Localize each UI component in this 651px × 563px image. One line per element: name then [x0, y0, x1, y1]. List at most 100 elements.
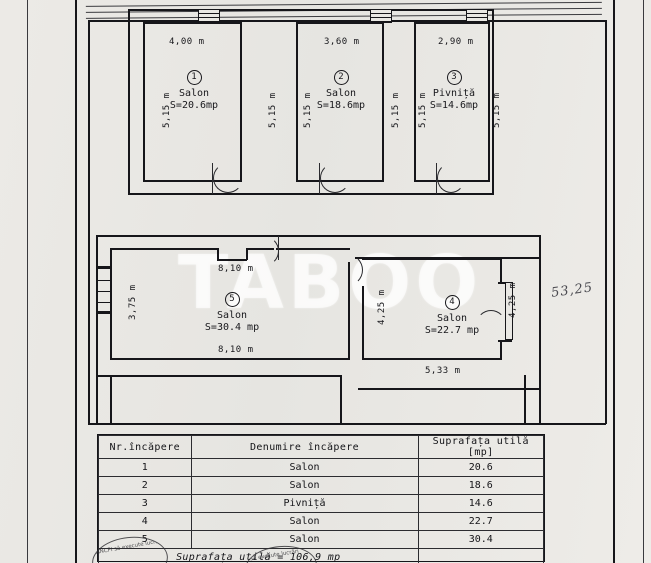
room-4-left-dim: 4,25 m — [377, 289, 387, 325]
corridor-wall-upper-3 — [345, 193, 437, 195]
room-2-label: 2 Salon S=18.6mp — [305, 70, 377, 112]
cell-name: Salon — [190, 476, 419, 495]
room-2-width-dim: 3,60 m — [324, 37, 360, 47]
room-4-right-dim: 4,25 m — [508, 282, 518, 318]
table-row: 4 Salon 22.7 — [98, 512, 545, 531]
room-2-number: 2 — [333, 70, 349, 85]
room-4-number: 4 — [444, 295, 460, 310]
corridor-wall-lower-top-b — [272, 235, 540, 237]
window-room-3 — [466, 9, 488, 23]
table-total-row: Suprafața utilă = 106,9 mp — [98, 548, 545, 563]
room-5-name: Salon — [216, 310, 248, 321]
room-4-label: 4 Salon S=22.7 mp — [408, 295, 496, 337]
room-5-top-step-v2 — [246, 248, 248, 260]
cell-nr: 2 — [98, 476, 192, 495]
cell-area: 14.6 — [417, 494, 545, 513]
lower-corridor-split — [340, 375, 342, 423]
window-5-cap-top — [96, 266, 112, 268]
room-3-number: 3 — [446, 70, 462, 85]
table-row: 2 Salon 18.6 — [98, 476, 545, 495]
cell-area: 22.7 — [417, 512, 545, 531]
cell-name: Pivniță — [190, 494, 419, 513]
room-4-name: Salon — [436, 313, 468, 324]
room-5-bottom-wall — [110, 358, 350, 360]
corridor-wall-upper-2 — [238, 193, 320, 195]
room-3-width-dim: 2,90 m — [438, 37, 474, 47]
room-5-top-step-v — [217, 248, 219, 260]
door-arc-room-5 — [249, 236, 279, 266]
room-1-width-dim: 4,00 m — [169, 37, 205, 47]
cell-name: Salon — [190, 512, 419, 531]
cell-name: Salon — [190, 458, 419, 477]
room-5-number: 5 — [224, 292, 240, 307]
room-4-right-wall-upper — [500, 258, 502, 282]
lower-corridor-top — [96, 375, 340, 377]
room-4-width-dim: 5,33 m — [425, 366, 461, 376]
table-row: 5 Salon 30.4 — [98, 530, 545, 549]
lower-right-edge — [539, 235, 541, 423]
cell-name: Salon — [190, 530, 419, 549]
corridor-wall-upper-4 — [462, 193, 494, 195]
room-5-top-wall-b — [217, 259, 247, 261]
header-name: Denumire încăpere — [190, 435, 419, 459]
table-row: 1 Salon 20.6 — [98, 458, 545, 477]
room-5-bottom-dim: 8,10 m — [218, 345, 254, 355]
room-3-area: S=14.6mp — [429, 100, 479, 111]
room-2-name: Salon — [325, 88, 357, 99]
room-5-top-wall-a — [110, 248, 218, 250]
cell-nr: 4 — [98, 512, 192, 531]
room-1-number: 1 — [186, 70, 202, 85]
window-room-4 — [505, 282, 513, 340]
room-1-label: 1 Salon S=20.6mp — [158, 70, 230, 112]
room-4-left-wall — [362, 286, 364, 360]
door-leaf-room-2 — [319, 163, 321, 194]
room-4-right-wall-lower — [500, 341, 502, 360]
room-5-left-wall — [110, 248, 112, 360]
room-4-bottom-wall — [362, 358, 502, 360]
table-header-row: Nr.încăpere Denumire încăpere Suprafața … — [98, 435, 545, 459]
room-5-area: S=30.4 mp — [204, 322, 260, 333]
lower-corridor-top-right — [358, 388, 540, 390]
header-nr: Nr.încăpere — [98, 435, 192, 459]
room-1-walls — [143, 22, 242, 182]
window-room-5 — [97, 268, 111, 312]
table-row: 3 Pivniță 14.6 — [98, 494, 545, 513]
door-arc-room-4 — [331, 254, 363, 286]
room-3-name: Pivniță — [432, 88, 476, 99]
room-5-left-dim: 3,75 m — [128, 284, 138, 320]
room-5-top-dim: 8,10 m — [218, 264, 254, 274]
lower-right-edge-inner — [524, 375, 526, 423]
cell-nr: 1 — [98, 458, 192, 477]
cell-nr: 3 — [98, 494, 192, 513]
window-room-1 — [198, 9, 220, 23]
room-5-right-wall — [348, 286, 350, 360]
corridor-wall-upper — [128, 193, 213, 195]
cell-area: 18.6 — [417, 476, 545, 495]
header-area: Suprafața utilă [mp] — [417, 435, 545, 459]
corridor-wall-lower-top — [276, 248, 350, 250]
total-usable-area-blank — [417, 548, 545, 563]
window-room-2 — [370, 9, 392, 23]
door-leaf-room-3 — [436, 163, 438, 194]
door-arc-room-3 — [437, 163, 465, 193]
door-leaf-room-5 — [278, 236, 280, 260]
room-1-area: S=20.6mp — [169, 100, 219, 111]
room-5-label: 5 Salon S=30.4 mp — [188, 292, 276, 334]
room-1-name: Salon — [178, 88, 210, 99]
door-arc-room-2 — [320, 163, 350, 193]
door-leaf-room-1 — [212, 163, 214, 194]
room-4-right-jog-bottom — [498, 340, 512, 342]
cell-area: 20.6 — [417, 458, 545, 477]
door-arc-room-1 — [213, 163, 243, 193]
room-2-area: S=18.6mp — [316, 100, 366, 111]
door-arc-room-4-right — [476, 310, 506, 340]
lower-outer-left — [96, 235, 98, 423]
window-5-cap-bottom — [96, 312, 112, 314]
cell-area: 30.4 — [417, 530, 545, 549]
lower-corridor-left-v — [110, 375, 112, 423]
